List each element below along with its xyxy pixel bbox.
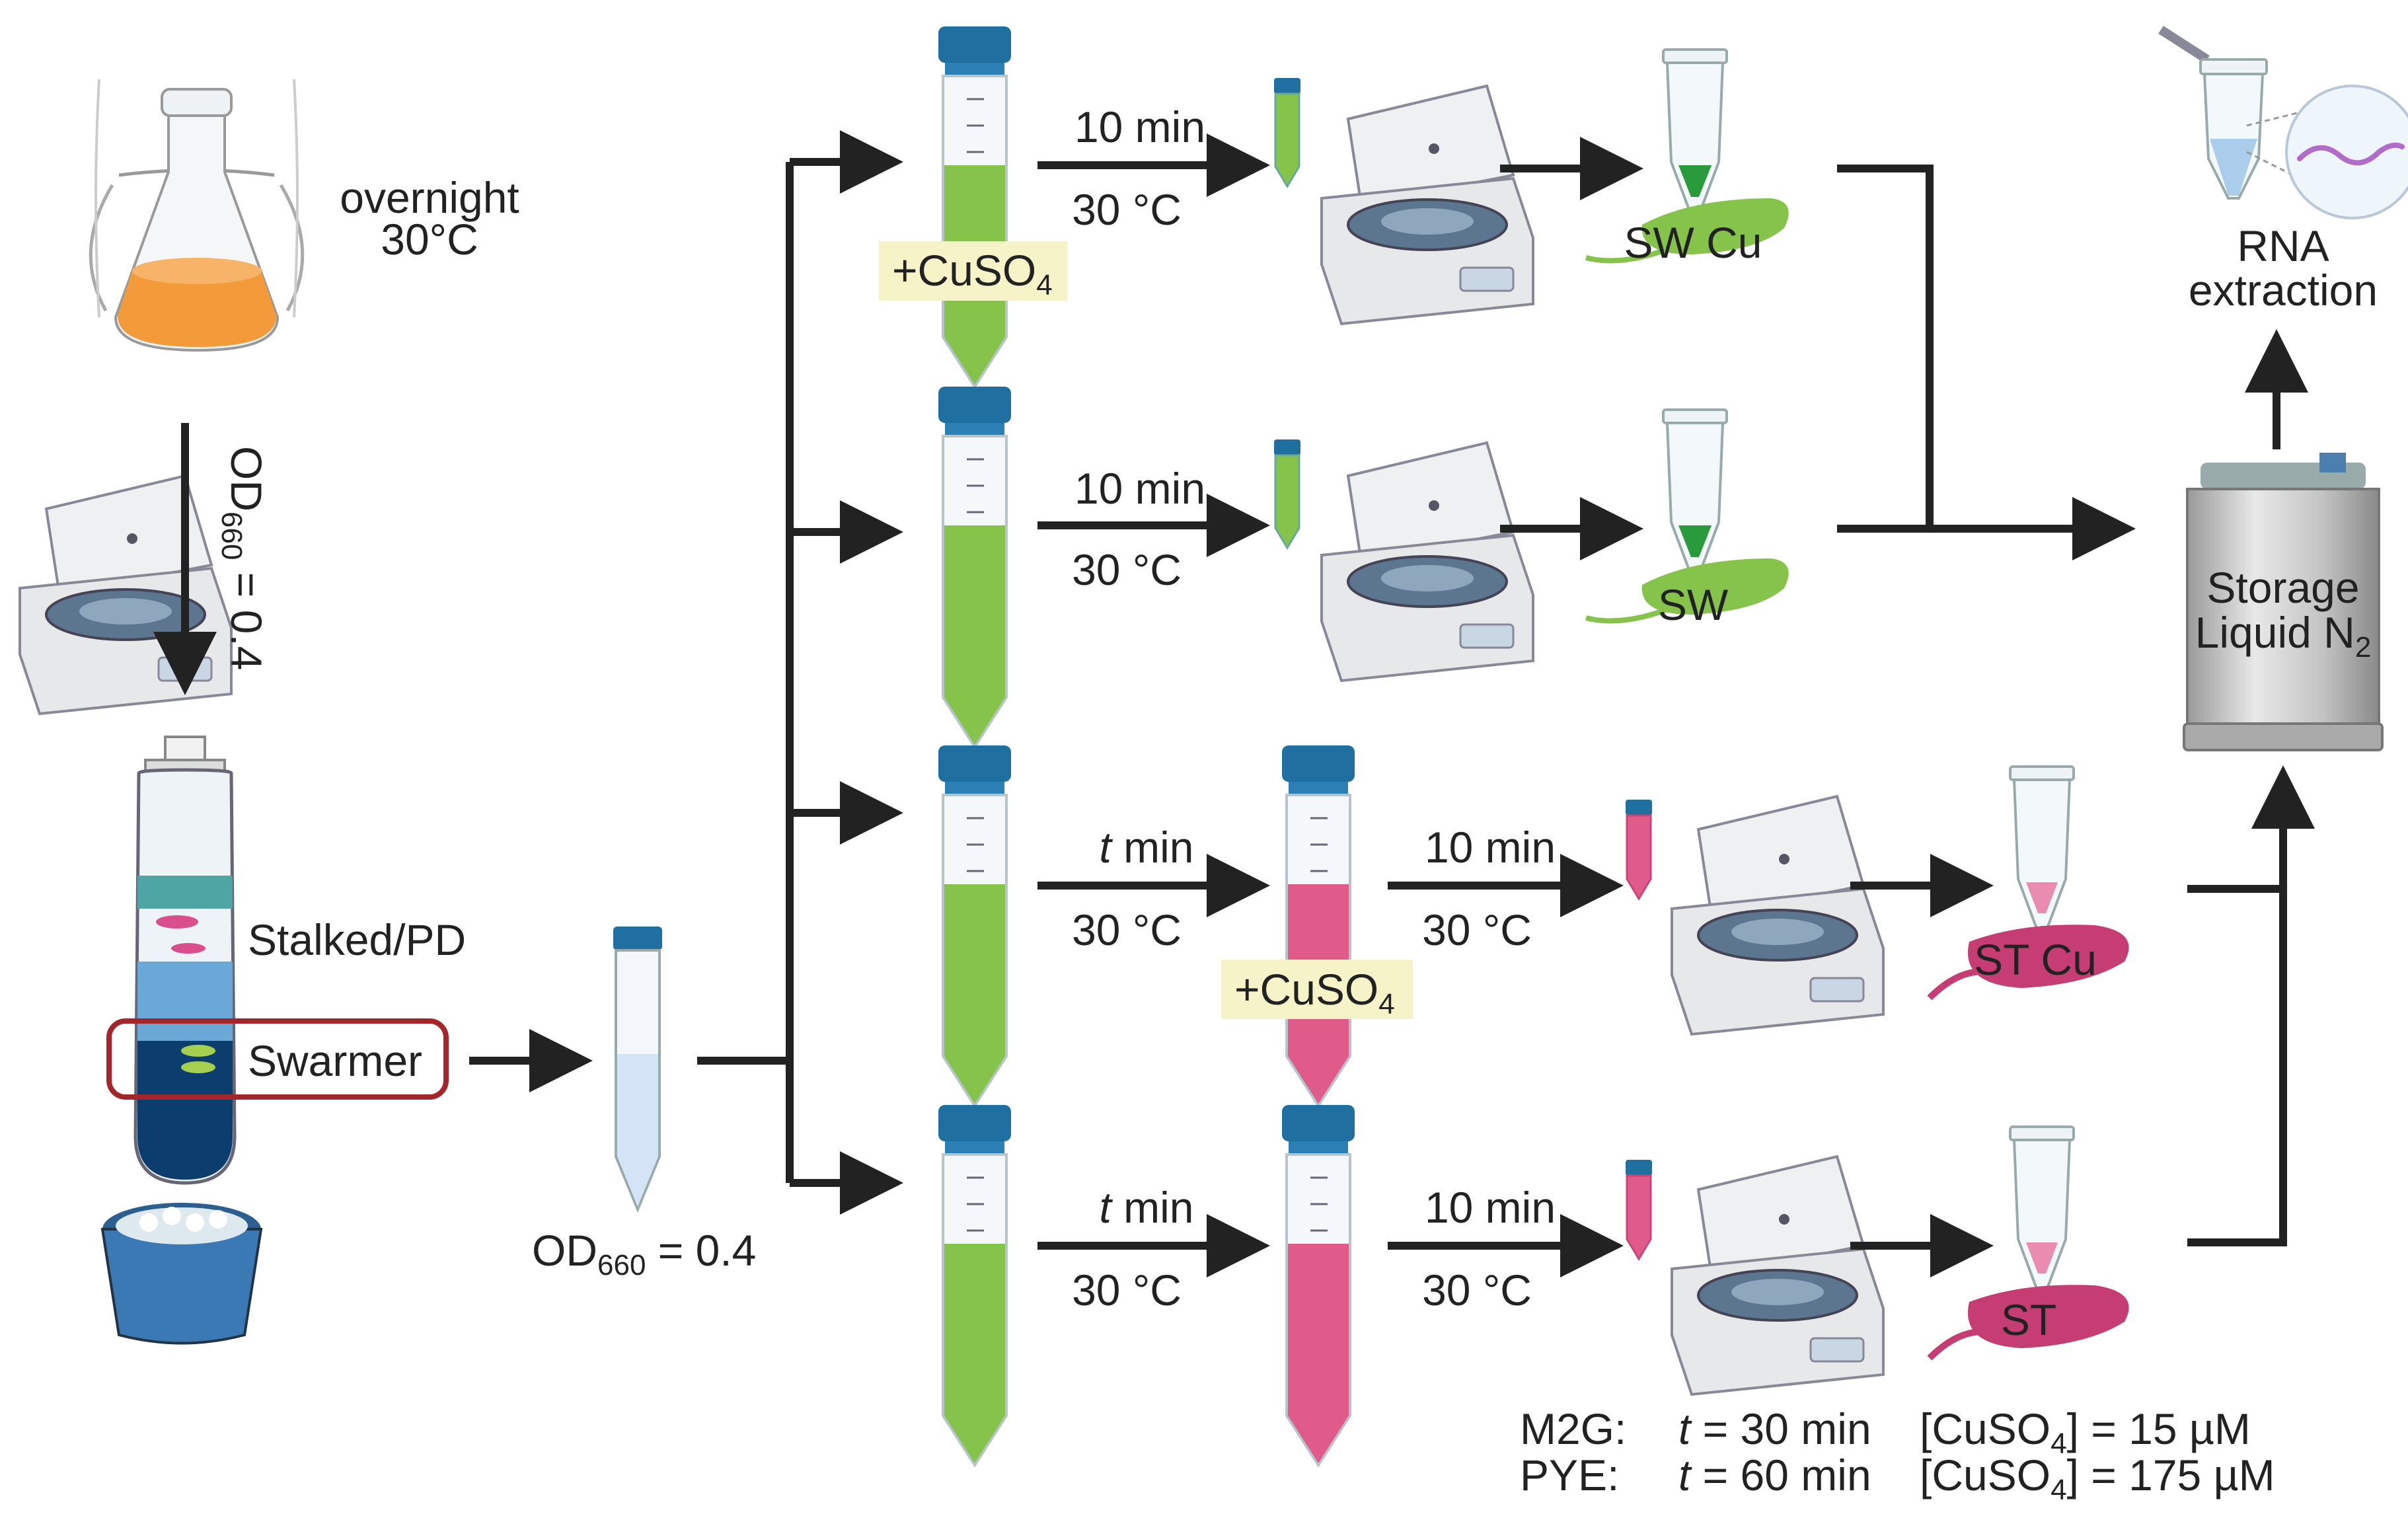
dewar-icon bbox=[2183, 453, 2384, 751]
legend-row2-medium: PYE: bbox=[1520, 1451, 1619, 1499]
row3-step1-bottom: 30 °C bbox=[1072, 905, 1182, 954]
ice-bucket-icon bbox=[100, 1203, 263, 1345]
row3-additive-highlight bbox=[1221, 960, 1413, 1019]
row3-step1-top: t min bbox=[1099, 823, 1193, 872]
legend-row2-time: t = 60 min bbox=[1678, 1451, 1871, 1499]
row4-culture-tube bbox=[937, 1104, 1012, 1466]
row4-bacterium-icon bbox=[1927, 1285, 2129, 1361]
rna-label-line2: extraction bbox=[2189, 266, 2378, 315]
gradient-tube bbox=[133, 736, 237, 1185]
legend-row1-time: t = 30 min bbox=[1678, 1404, 1871, 1453]
row2-step-bottom: 30 °C bbox=[1072, 545, 1182, 594]
resuspension-tube bbox=[613, 927, 662, 1213]
row3-treated-tube bbox=[1281, 744, 1356, 1107]
row2-centrifuge-icon bbox=[1320, 441, 1534, 682]
row3-step2-bottom: 30 °C bbox=[1422, 905, 1532, 954]
swarmer-label: Swarmer bbox=[248, 1036, 422, 1085]
rna-extraction-icon bbox=[2158, 26, 2408, 219]
row4-step1-top: t min bbox=[1099, 1183, 1193, 1232]
row1-additive-highlight bbox=[879, 241, 1067, 301]
row4-pellet bbox=[2026, 1242, 2058, 1273]
flask-label-line2: 30°C bbox=[381, 215, 478, 264]
row3-small-tube bbox=[1626, 800, 1652, 901]
legend-row2-concentration: [CuSO4] = 175 µM bbox=[1920, 1451, 2275, 1506]
row3-bacterium-icon bbox=[1927, 925, 2129, 1001]
row3-step2-top: 10 min bbox=[1425, 823, 1556, 872]
row2-pellet bbox=[1678, 525, 1712, 557]
row1-centrifuge-icon bbox=[1320, 85, 1534, 325]
row2-culture-tube bbox=[937, 385, 1012, 748]
stalked-label: Stalked/PD bbox=[248, 915, 466, 964]
row1-step-bottom: 30 °C bbox=[1072, 185, 1182, 234]
legend-row1-medium: M2G: bbox=[1520, 1404, 1626, 1453]
row3-result-label: ST Cu bbox=[1974, 935, 2097, 984]
row3-additive-label: +CuSO4 bbox=[1234, 965, 1395, 1020]
row3-culture-tube bbox=[937, 744, 1012, 1107]
merge-lines-bottom bbox=[2187, 813, 2287, 1246]
conditions-legend: M2G: t = 30 min [CuSO4] = 15 µM PYE: t =… bbox=[1520, 1404, 2275, 1506]
storage-label-line2: Liquid N2 bbox=[2195, 608, 2372, 664]
row1-culture-tube bbox=[937, 25, 1012, 388]
row1-small-tube bbox=[1274, 78, 1300, 188]
row2-small-tube bbox=[1274, 439, 1300, 550]
flask-icon bbox=[89, 79, 305, 352]
row1-result-label: SW Cu bbox=[1624, 218, 1762, 267]
row4-step2-bottom: 30 °C bbox=[1422, 1266, 1532, 1314]
row2-result-label: SW bbox=[1658, 580, 1729, 629]
row4-step1-bottom: 30 °C bbox=[1072, 1266, 1182, 1314]
merge-lines-top bbox=[1837, 165, 2055, 533]
row2-step-top: 10 min bbox=[1074, 464, 1205, 513]
row4-small-tube bbox=[1626, 1160, 1652, 1261]
row1-bacterium-icon bbox=[1585, 198, 1789, 264]
rna-label-line1: RNA bbox=[2237, 221, 2329, 270]
vertical-od-label: OD660 = 0.4 bbox=[215, 446, 271, 670]
row1-pellet bbox=[1678, 165, 1712, 197]
mid-od-label: OD660 = 0.4 bbox=[532, 1226, 756, 1281]
branch-lines bbox=[697, 162, 794, 1183]
row4-result-label: ST bbox=[2001, 1295, 2056, 1344]
swarmer-highlight-box bbox=[106, 1018, 449, 1100]
row3-centrifuge-icon bbox=[1671, 795, 1885, 1036]
centrifuge-icon bbox=[19, 474, 233, 715]
row1-step-top: 10 min bbox=[1074, 102, 1205, 151]
row4-step2-top: 10 min bbox=[1425, 1183, 1556, 1232]
row4-centrifuge-icon bbox=[1671, 1155, 1885, 1396]
row4-treated-tube bbox=[1281, 1104, 1356, 1466]
storage-label-line1: Storage bbox=[2206, 563, 2359, 612]
row1-additive-label: +CuSO4 bbox=[892, 246, 1053, 301]
row2-bacterium-icon bbox=[1585, 558, 1789, 624]
legend-row1-concentration: [CuSO4] = 15 µM bbox=[1920, 1404, 2251, 1460]
row3-pellet bbox=[2026, 882, 2058, 913]
flask-label-line1: overnight bbox=[340, 173, 519, 222]
